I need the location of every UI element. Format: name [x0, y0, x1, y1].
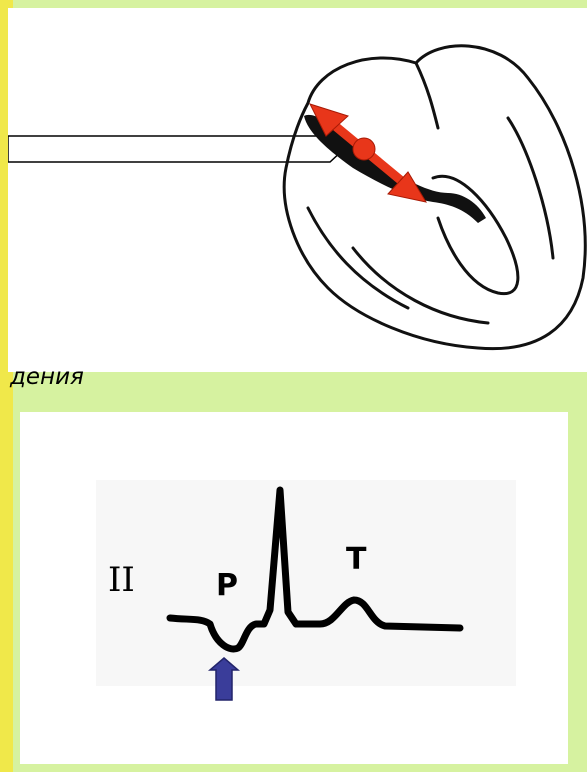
heart-diagram: [8, 8, 587, 372]
ecg-background-box: [96, 480, 516, 686]
ecg-trace: [20, 412, 568, 764]
ecg-panel: II P T: [20, 412, 568, 764]
lead-label: II: [108, 560, 135, 600]
caption-text: дения: [10, 364, 84, 390]
t-wave-label: T: [346, 542, 366, 577]
heart-diagram-panel: [8, 8, 587, 372]
p-wave-label: P: [216, 568, 238, 603]
